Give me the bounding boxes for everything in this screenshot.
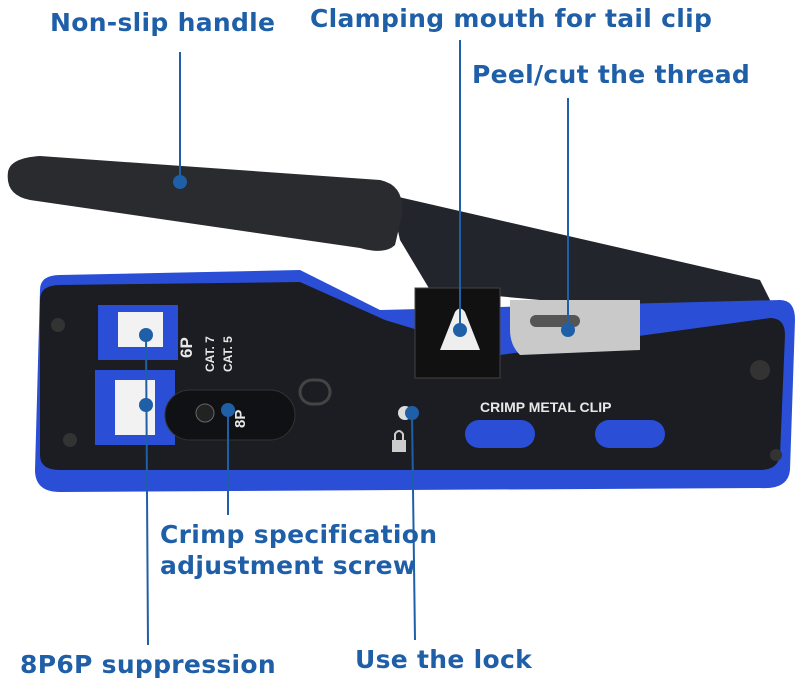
callout-non-slip-handle: Non-slip handle [50,8,276,37]
callout-peel-cut-thread: Peel/cut the thread [472,60,751,89]
marking-cat7: CAT. 7 [203,336,217,372]
screw [770,449,782,461]
screw [750,360,770,380]
screw [51,318,65,332]
callout-use-the-lock: Use the lock [355,645,533,674]
screw [63,433,77,447]
marking-6p: 6P [177,337,196,358]
handle-grip [7,156,403,251]
callout-8p6p-suppression: 8P6P suppression [20,650,276,679]
crimp-button-left [465,420,535,448]
callout-crimp-spec-line2: adjustment screw [160,551,417,580]
peel-blade [510,300,640,355]
marking-8p: 8P [232,410,249,428]
marking-cat5: CAT. 5 [221,336,235,372]
marking-crimp-metal-clip: CRIMP METAL CLIP [480,399,611,415]
callout-clamping-mouth: Clamping mouth for tail clip [310,4,713,33]
crimp-button-right [595,420,665,448]
lock-icon [392,430,406,452]
adjustment-screw [195,403,215,423]
callout-crimp-spec-line1: Crimp specification [160,520,438,549]
